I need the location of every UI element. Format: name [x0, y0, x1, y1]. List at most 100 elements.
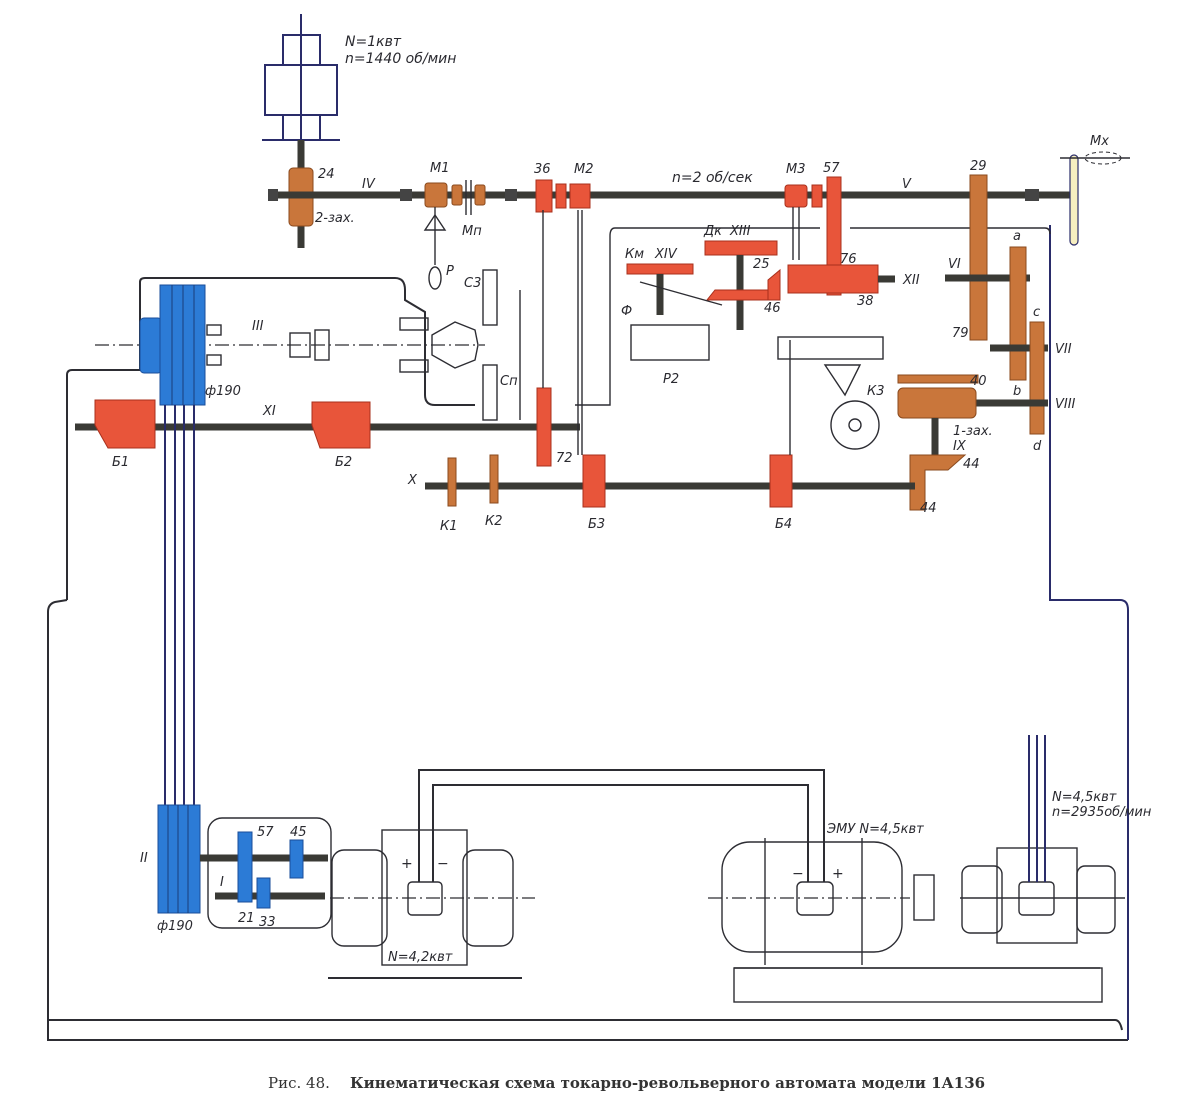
gear-a-b [1009, 246, 1027, 381]
tool-c3 [482, 269, 498, 326]
label-k1: К1 [440, 519, 458, 534]
gear-33 [256, 877, 271, 909]
frame-left-lower [47, 599, 1128, 1041]
pulley-phi190-bottom [157, 804, 201, 914]
label-40: 40 [970, 374, 987, 389]
speed-v-label: n=2 об/сек [672, 170, 753, 186]
label-25: 25 [753, 257, 770, 272]
main-motor-plus: + [401, 856, 413, 872]
belts [164, 405, 195, 805]
shaft-label-x: X [407, 473, 418, 488]
label-k3: К3 [867, 384, 885, 399]
shaft-label-xii: XII [902, 273, 920, 288]
emu-label: ЭМУ N=4,5квт [826, 822, 924, 837]
gear-29-79 [969, 174, 988, 341]
p2-block [630, 324, 710, 361]
label-72: 72 [556, 451, 573, 466]
frame-bottom [48, 1019, 1123, 1031]
label-33: 33 [259, 915, 276, 930]
drum-b4 [769, 454, 793, 508]
gear-xiv [626, 263, 694, 275]
drum-b3 [582, 454, 606, 508]
gearbox [207, 817, 332, 929]
drum-b1 [94, 399, 156, 449]
spindle-clutch [289, 332, 311, 358]
main-motor-power: N=4,2квт [388, 950, 453, 965]
label-b4: Б4 [775, 517, 792, 532]
label-45: 45 [290, 825, 307, 840]
shaft-label-i: I [220, 875, 224, 890]
label-b: b [1013, 384, 1021, 399]
label-p2: P2 [663, 372, 679, 387]
caption-title: Кинематическая схема токарно-револьверно… [350, 1074, 985, 1092]
inner-frame-top [575, 227, 616, 406]
label-phi190-top: ф190 [205, 384, 241, 399]
shaft-label-xiii: XIII [729, 224, 751, 239]
label-b3: Б3 [588, 517, 605, 532]
label-1-start: 1-зах. [953, 424, 993, 439]
coupling [913, 874, 935, 921]
shaft-label-vi: VI [948, 257, 961, 272]
tool-cp [482, 364, 498, 421]
label-c3: С3 [464, 276, 481, 291]
label-44b: 44 [920, 501, 937, 516]
label-36: 36 [534, 162, 551, 177]
worm-wheel-40 [897, 387, 977, 419]
label-c: c [1033, 305, 1040, 320]
inner-frame-top-line [615, 227, 1051, 235]
handle-p[interactable] [428, 266, 442, 290]
shaft-label-vii: VII [1055, 342, 1072, 357]
label-44a: 44 [963, 457, 980, 472]
label-b2: Б2 [335, 455, 352, 470]
label-k2: К2 [485, 514, 503, 529]
machine-frame [66, 277, 475, 600]
label-km: Км [625, 247, 644, 262]
main-motor [328, 829, 535, 979]
gear-36 [535, 179, 553, 213]
label-76: 76 [840, 252, 857, 267]
gear-57-bottom [237, 831, 253, 903]
label-m1: M1 [430, 161, 450, 176]
aux-motor-power: N=1квт [345, 34, 402, 50]
handle-mx[interactable] [1069, 154, 1079, 246]
turret-slide [777, 336, 884, 360]
label-dk: Дк [703, 224, 722, 239]
drive-motor-power: N=4,5квт [1052, 790, 1117, 805]
label-2-start: 2-зах. [315, 211, 355, 226]
label-m2: M2 [574, 162, 594, 177]
shaft-label-v: V [902, 177, 912, 192]
label-57-top: 57 [823, 161, 840, 176]
gear-xiii [704, 240, 778, 256]
gear-c-d [1029, 321, 1045, 435]
dog-k2 [489, 454, 499, 504]
drive-motor [960, 735, 1125, 944]
caption-prefix: Рис. 48. [268, 1074, 330, 1092]
label-57-bottom: 57 [257, 825, 274, 840]
label-m3: M3 [786, 162, 806, 177]
shaft-label-iii: III [252, 319, 264, 334]
label-mp: Mп [462, 224, 482, 239]
label-79: 79 [952, 326, 969, 341]
label-46: 46 [764, 301, 781, 316]
label-f: Ф [621, 304, 632, 319]
label-cp: Сп [500, 374, 518, 389]
emu-generator [708, 838, 1103, 1003]
cam-k3 [830, 400, 880, 450]
label-29: 29 [970, 159, 987, 174]
gear-45 [289, 839, 304, 879]
gear-46 [705, 289, 771, 301]
shaft-label-xiv: XIV [654, 247, 678, 262]
shaft-label-ii: II [140, 851, 148, 866]
emu-minus: − [792, 866, 804, 882]
label-24: 24 [318, 167, 335, 182]
clutch-m3 [784, 184, 808, 208]
collet-chuck [431, 321, 479, 369]
label-a: a [1013, 229, 1021, 244]
aux-motor-speed: n=1440 об/мин [345, 51, 456, 67]
label-p: P [446, 264, 454, 279]
bevel-gears-44 [909, 454, 967, 511]
drive-motor-speed: n=2935об/мин [1052, 805, 1152, 820]
label-b1: Б1 [112, 455, 129, 470]
gear-72 [536, 387, 552, 467]
